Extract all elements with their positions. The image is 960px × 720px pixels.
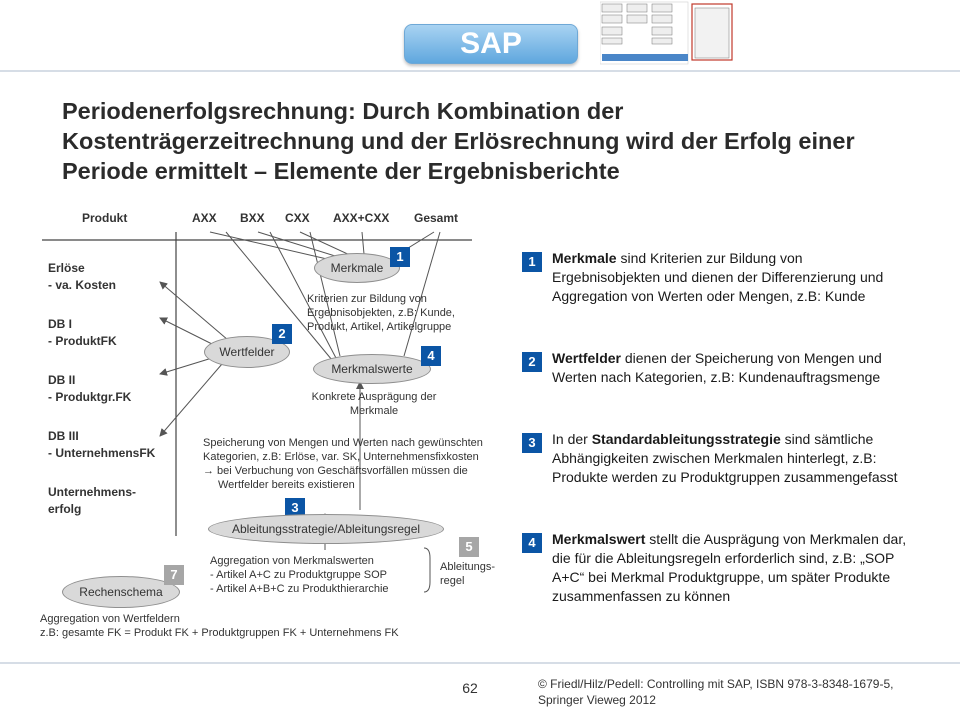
badge-7: 7 <box>164 565 184 585</box>
overview-thumbnail <box>600 1 733 65</box>
col-header-cxx: CXX <box>285 211 310 225</box>
explanation-badge-2: 2 <box>522 352 542 372</box>
merkmalswerte-oval: Merkmalswerte <box>313 354 431 384</box>
col-header-produkt: Produkt <box>82 211 128 225</box>
row-db3: DB III- UnternehmensFK <box>48 429 156 460</box>
sap-badge: SAP <box>404 24 578 64</box>
badge-4: 4 <box>421 346 441 366</box>
rechenschema-description: Aggregation von Wertfeldern z.B: gesamte… <box>40 613 399 639</box>
badge-3: 3 <box>285 498 305 518</box>
explanation-1: Merkmale sind Kriterien zur Bildung von … <box>552 250 884 304</box>
badge-2: 2 <box>272 324 292 344</box>
explanation-3: In der Standardableitungsstrategie sind … <box>552 431 898 485</box>
explanation-2: Wertfelder dienen der Speicherung von Me… <box>552 350 882 385</box>
col-header-axx: AXX <box>192 211 217 225</box>
row-erloese: Erlöse- va. Kosten <box>48 261 117 292</box>
col-header-axx-cxx: AXX+CXX <box>333 211 390 225</box>
explanation-4: Merkmalswert stellt die Ausprägung von M… <box>552 531 907 604</box>
explanation-badge-1: 1 <box>522 252 542 272</box>
explanation-badge-3: 3 <box>522 433 542 453</box>
slide-title: Periodenerfolgsrechnung: Durch Kombinati… <box>62 98 855 184</box>
col-header-gesamt: Gesamt <box>414 211 459 225</box>
col-header-bxx: BXX <box>240 211 265 225</box>
merkmale-oval: Merkmale <box>314 253 400 283</box>
explanation-badge-4: 4 <box>522 533 542 553</box>
copyright-notice: © Friedl/Hilz/Pedell: Controlling mit SA… <box>538 677 894 707</box>
rechenschema-oval: Rechenschema <box>62 576 180 608</box>
wertfelder-description: Speicherung von Mengen und Werten nach g… <box>203 437 483 491</box>
row-db2: DB II- Produktgr.FK <box>48 373 132 404</box>
bottom-divider <box>0 662 960 664</box>
badge-1: 1 <box>390 247 410 267</box>
ableitungsregel-label: Ableitungs-regel <box>440 561 496 587</box>
top-divider <box>0 70 960 72</box>
row-db1: DB I- ProduktFK <box>48 317 117 348</box>
page-number: 62 <box>462 680 478 696</box>
ableitung-description: Aggregation von Merkmalswerten - Artikel… <box>210 555 389 595</box>
ableitungsstrategie-oval: Ableitungsstrategie/Ableitungsregel <box>208 514 444 544</box>
row-unternehmenserfolg: Unternehmens-erfolg <box>48 485 137 516</box>
badge-5: 5 <box>459 537 479 557</box>
